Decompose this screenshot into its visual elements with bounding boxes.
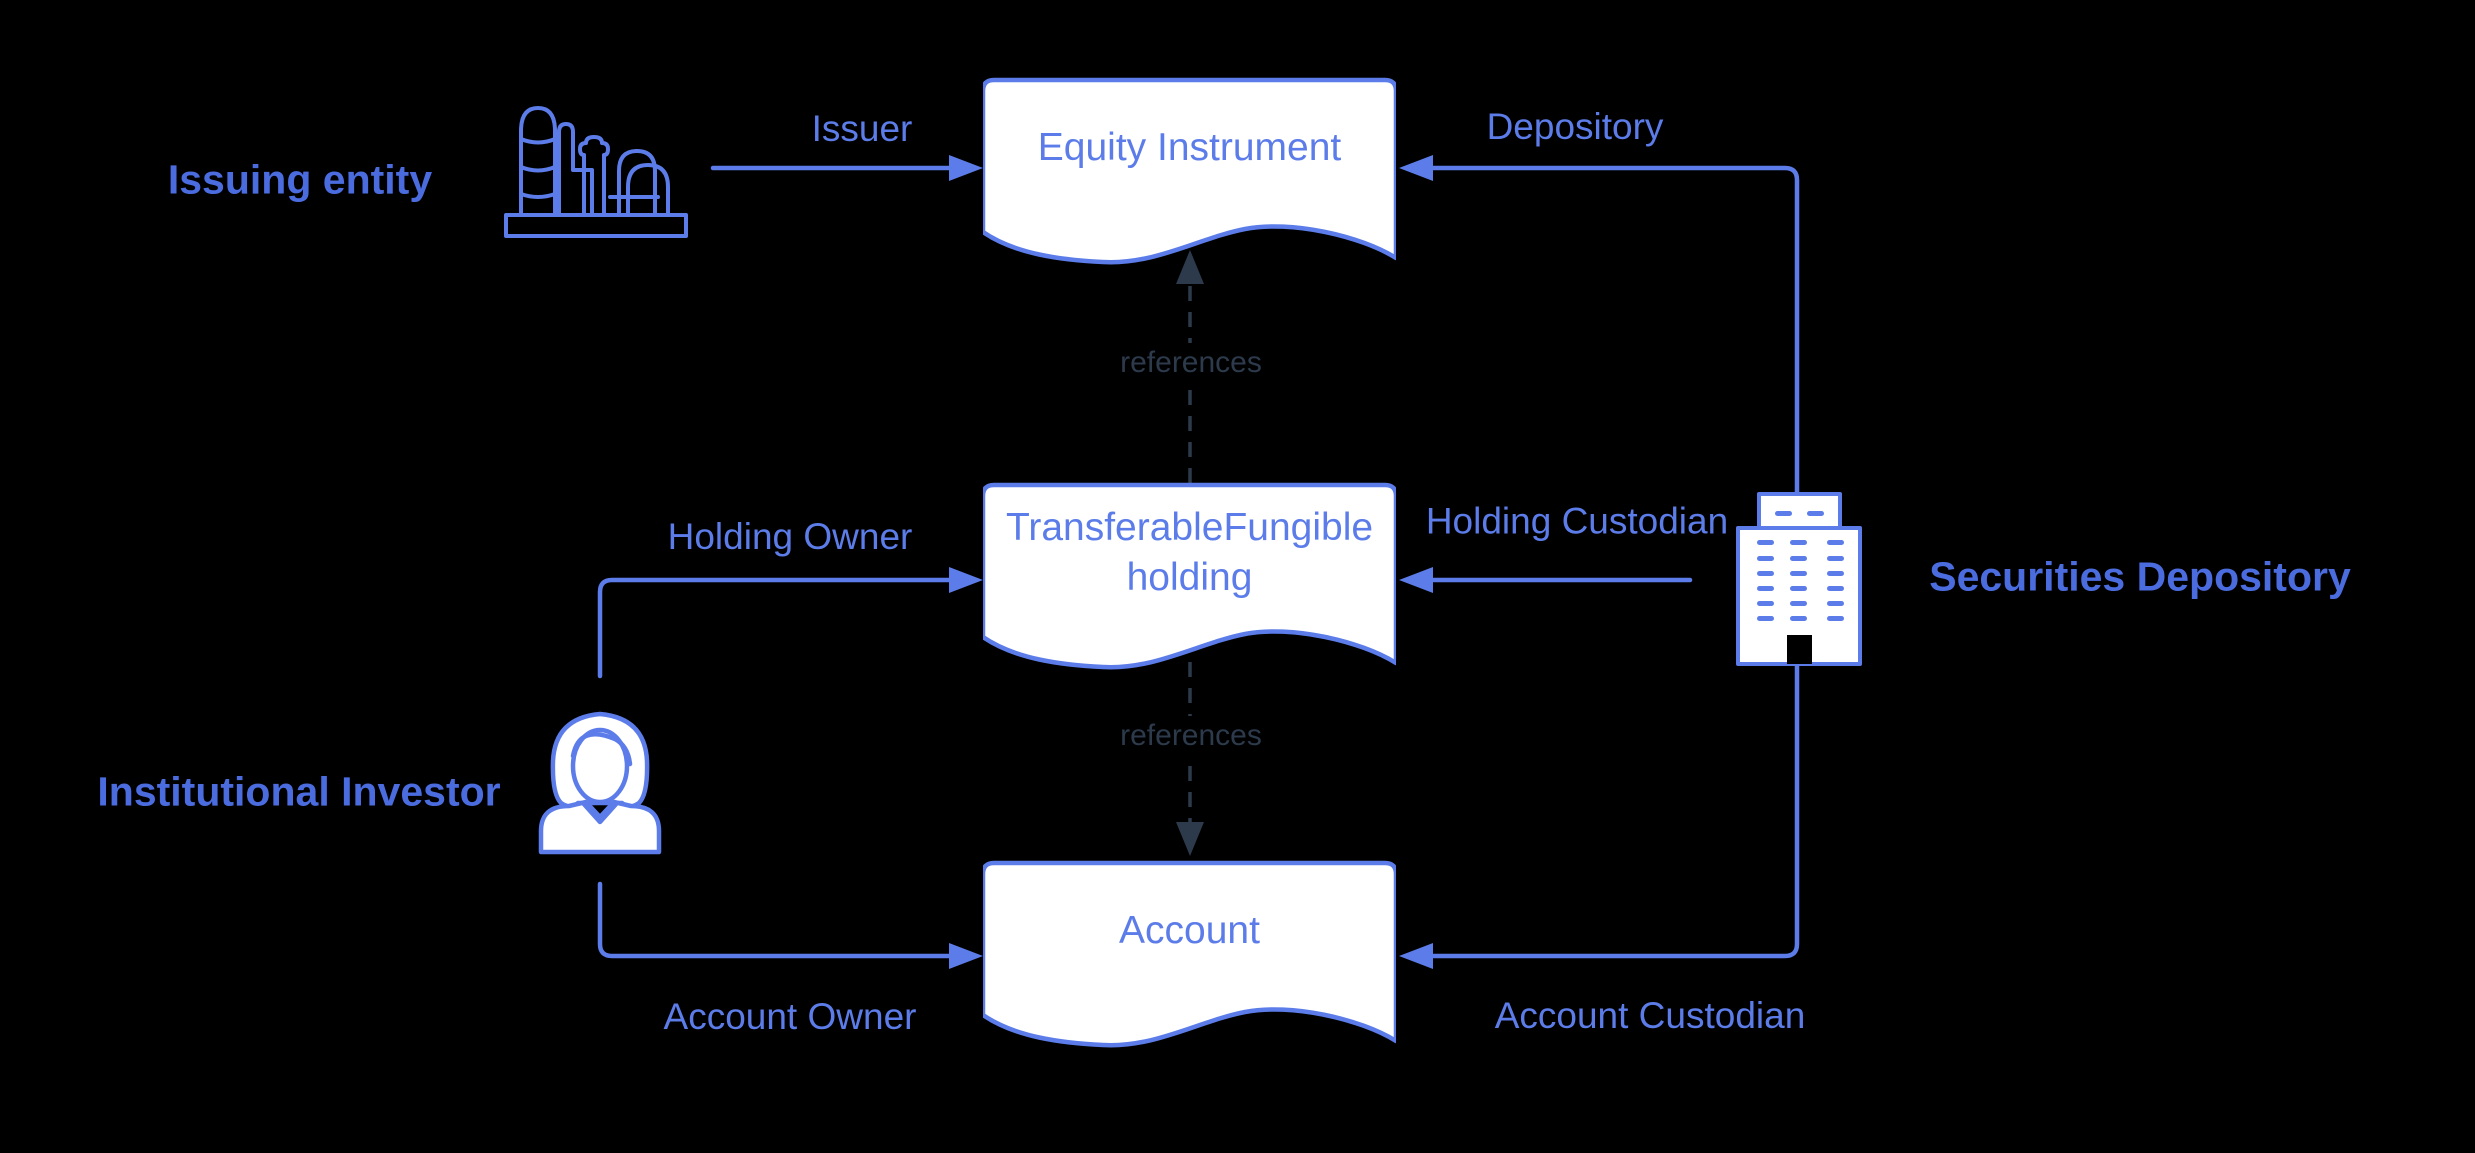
document-shape — [983, 860, 1396, 1048]
building-icon — [1736, 492, 1862, 666]
node-label-transferable-fungible-holding: TransferableFungible holding — [1005, 506, 1374, 599]
depository-arrow-line — [1430, 165, 1800, 497]
node-transferable-fungible-holding: TransferableFungible holding — [983, 480, 1396, 680]
holding-custodian-arrowhead — [1399, 567, 1433, 593]
depository-arrowhead — [1399, 155, 1433, 181]
references-account-arrowhead — [1176, 822, 1204, 856]
holding-owner-edge-label: Holding Owner — [667, 515, 913, 557]
references-instrument-arrowhead — [1176, 250, 1204, 284]
references-instrument-label: references — [1108, 343, 1274, 383]
document-shape — [983, 482, 1396, 670]
account-owner-edge-label: Account Owner — [663, 995, 917, 1037]
node-equity-instrument: Equity Instrument — [983, 75, 1396, 275]
holding-custodian-edge-label: Holding Custodian — [1425, 500, 1729, 542]
document-shape — [983, 77, 1396, 265]
account-owner-arrow-line — [597, 881, 954, 959]
institutional-investor-label: Institutional Investor — [97, 768, 501, 815]
account-custodian-arrowhead — [1399, 943, 1433, 969]
issuer-arrowhead — [949, 155, 983, 181]
node-label-equity-instrument: Equity Instrument — [1037, 126, 1342, 170]
building-door — [1787, 635, 1812, 664]
securities-depository-label: Securities Depository — [1929, 553, 2351, 600]
issuing-entity-label: Issuing entity — [167, 156, 433, 203]
depository-edge-label: Depository — [1486, 105, 1664, 147]
holding-owner-arrowhead — [949, 567, 983, 593]
issuer-edge-label: Issuer — [811, 107, 913, 149]
building-windows — [1757, 511, 1844, 621]
references-account-label: references — [1108, 716, 1274, 756]
account-custodian-arrow-line — [1430, 663, 1800, 959]
node-label-account: Account — [1119, 909, 1260, 953]
factory-icon — [504, 106, 688, 238]
account-custodian-edge-label: Account Custodian — [1494, 994, 1806, 1036]
node-account: Account — [983, 858, 1396, 1058]
woman-icon — [538, 711, 662, 855]
account-owner-arrowhead — [949, 943, 983, 969]
holding-owner-arrow-line — [597, 577, 954, 679]
